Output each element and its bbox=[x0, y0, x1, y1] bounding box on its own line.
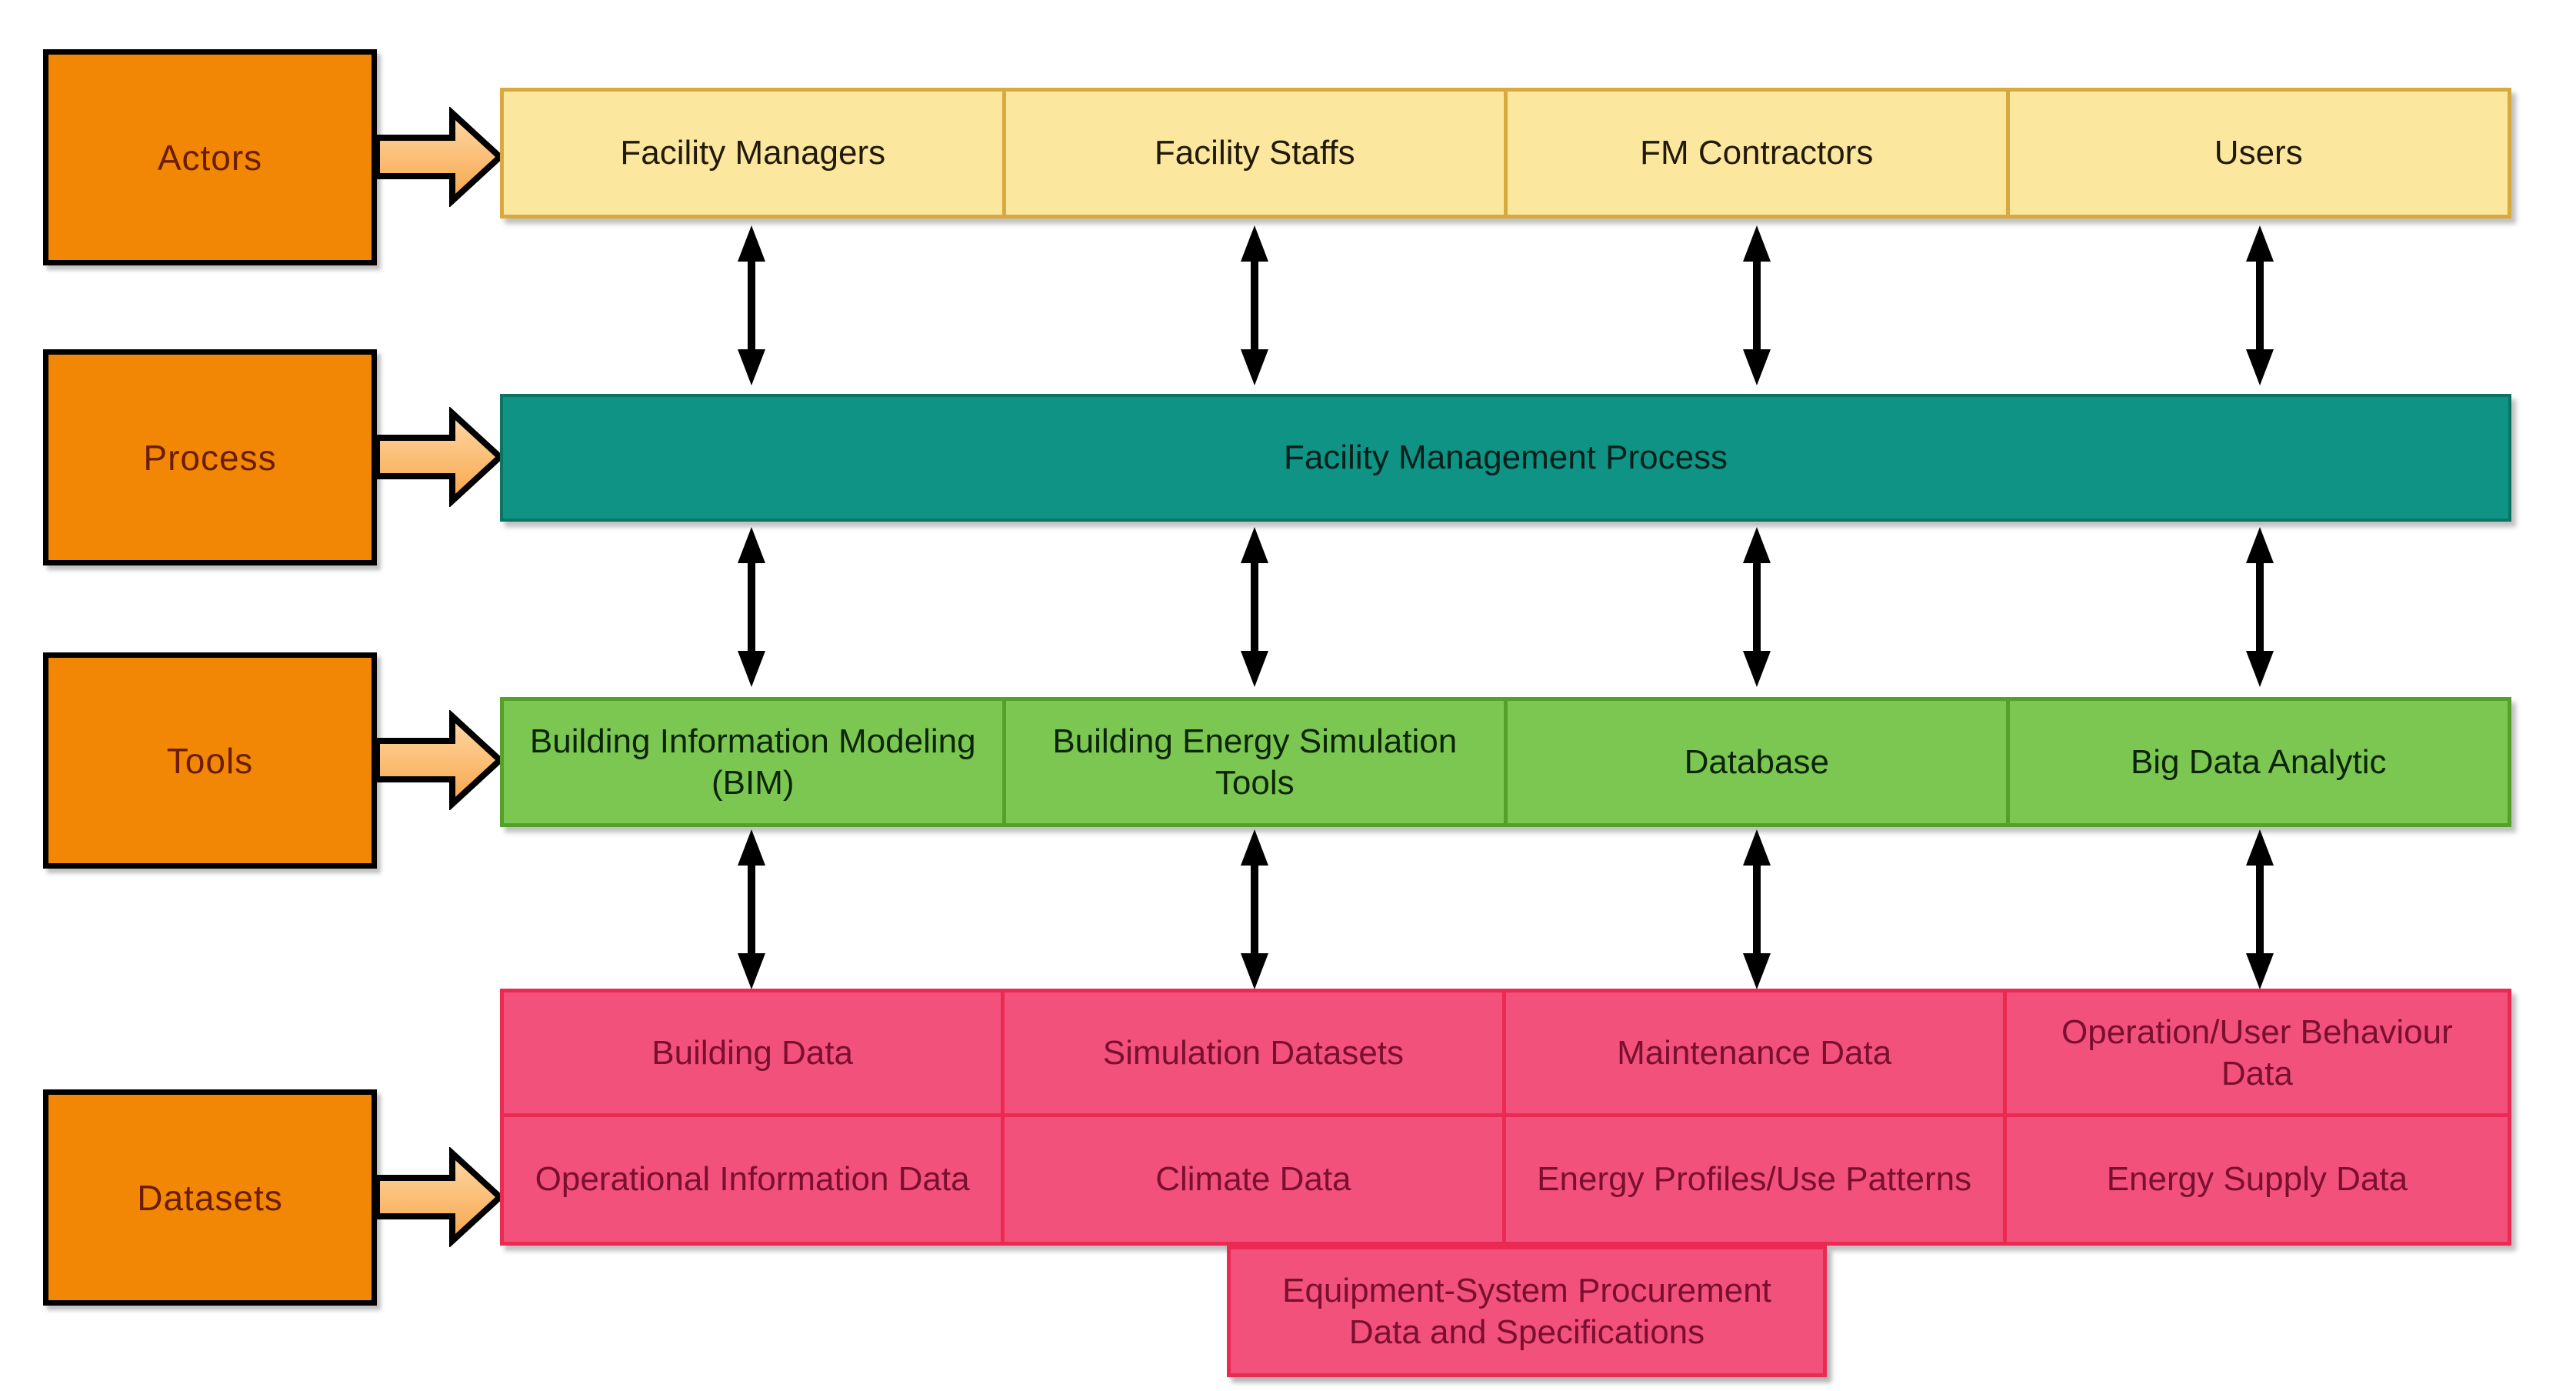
dataset-cell: Building Data bbox=[504, 992, 1005, 1117]
dataset-cell: Operational Information Data bbox=[504, 1117, 1005, 1242]
dataset-cell-label: Energy Profiles/Use Patterns bbox=[1537, 1160, 1972, 1199]
dataset-cell-label: Climate Data bbox=[1155, 1160, 1351, 1199]
side-box-label: Datasets bbox=[137, 1177, 283, 1218]
vertical-double-arrow-icon bbox=[738, 829, 765, 989]
dataset-extra-box: Equipment-System Procurement Data and Sp… bbox=[1227, 1246, 1827, 1377]
right-block-arrow-icon bbox=[374, 107, 505, 207]
actors-cell: Facility Staffs bbox=[1006, 92, 1508, 215]
dataset-cell-label: Energy Supply Data bbox=[2106, 1160, 2408, 1199]
dataset-cell-label: Building Data bbox=[651, 1033, 853, 1072]
dataset-cell: Energy Profiles/Use Patterns bbox=[1506, 1117, 2007, 1242]
side-box-label: Tools bbox=[166, 740, 254, 781]
dataset-cell: Maintenance Data bbox=[1505, 992, 2007, 1117]
dataset-cell: Energy Supply Data bbox=[2007, 1117, 2508, 1242]
dataset-cell: Climate Data bbox=[1005, 1117, 1506, 1242]
datasets-grid: Building Data Simulation Datasets Mainte… bbox=[500, 989, 2511, 1246]
actors-cell-label: Facility Managers bbox=[620, 134, 886, 172]
vertical-double-arrow-icon bbox=[2246, 829, 2274, 989]
dataset-cell-label: Simulation Datasets bbox=[1102, 1033, 1405, 1072]
tools-row: Building Information Modeling (BIM) Buil… bbox=[500, 697, 2511, 827]
vertical-double-arrow-icon bbox=[1241, 527, 1268, 687]
actors-cell: Users bbox=[2010, 92, 2508, 215]
actors-row: Facility Managers Facility Staffs FM Con… bbox=[500, 88, 2511, 218]
vertical-double-arrow-icon bbox=[1241, 225, 1268, 385]
side-box-label: Process bbox=[143, 437, 277, 478]
dataset-extra-label: Equipment-System Procurement Data and Sp… bbox=[1282, 1271, 1771, 1351]
tools-cell: Building Energy Simulation Tools bbox=[1006, 701, 1508, 823]
process-bar-label: Facility Management Process bbox=[1283, 439, 1728, 476]
side-box-label: Actors bbox=[157, 137, 263, 178]
dataset-cell: Operation/User Behaviour Data bbox=[2006, 992, 2508, 1117]
tools-cell-label: Database bbox=[1684, 742, 1829, 781]
vertical-double-arrow-icon bbox=[1743, 829, 1771, 989]
dataset-cell: Simulation Datasets bbox=[1005, 992, 1506, 1117]
dataset-cell-label: Maintenance Data bbox=[1617, 1033, 1892, 1072]
vertical-double-arrow-icon bbox=[738, 225, 765, 385]
tools-cell: Big Data Analytic bbox=[2010, 701, 2508, 823]
side-box-actors: Actors bbox=[43, 49, 377, 265]
side-box-tools: Tools bbox=[43, 652, 377, 869]
tools-cell: Building Information Modeling (BIM) bbox=[504, 701, 1006, 823]
actors-cell: FM Contractors bbox=[1508, 92, 2010, 215]
actors-cell-label: Facility Staffs bbox=[1154, 134, 1355, 172]
dataset-cell-label: Operational Information Data bbox=[535, 1160, 970, 1199]
dataset-cell-label: Operation/User Behaviour Data bbox=[2061, 1012, 2453, 1092]
actors-cell-label: FM Contractors bbox=[1640, 134, 1874, 172]
vertical-double-arrow-icon bbox=[2246, 225, 2274, 385]
tools-cell-label: Big Data Analytic bbox=[2130, 742, 2387, 781]
vertical-double-arrow-icon bbox=[738, 527, 765, 687]
tools-cell-label: Building Information Modeling (BIM) bbox=[529, 722, 976, 802]
side-box-process: Process bbox=[43, 349, 377, 565]
process-bar: Facility Management Process bbox=[500, 394, 2511, 522]
vertical-double-arrow-icon bbox=[1743, 225, 1771, 385]
actors-cell-label: Users bbox=[2214, 134, 2303, 172]
right-block-arrow-icon bbox=[374, 710, 505, 810]
vertical-double-arrow-icon bbox=[1743, 527, 1771, 687]
actors-cell: Facility Managers bbox=[504, 92, 1006, 215]
right-block-arrow-icon bbox=[374, 407, 505, 507]
vertical-double-arrow-icon bbox=[1241, 829, 1268, 989]
tools-cell: Database bbox=[1508, 701, 2010, 823]
tools-cell-label: Building Energy Simulation Tools bbox=[1052, 722, 1458, 802]
side-box-datasets: Datasets bbox=[43, 1089, 377, 1306]
right-block-arrow-icon bbox=[374, 1147, 505, 1247]
vertical-double-arrow-icon bbox=[2246, 527, 2274, 687]
